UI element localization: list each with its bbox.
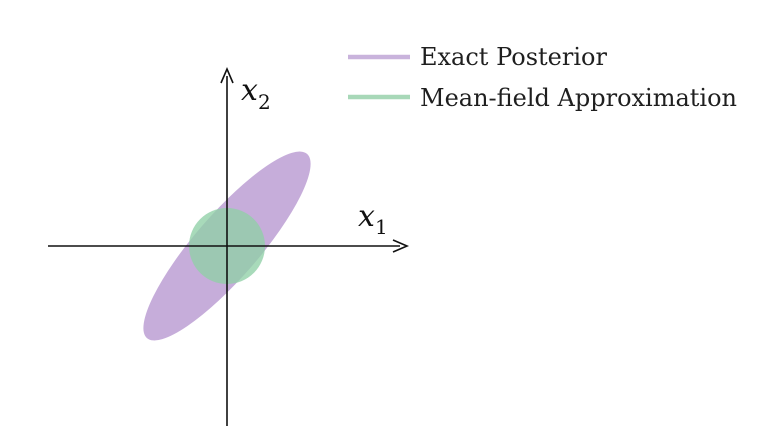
svg-text:x: x xyxy=(358,199,375,234)
svg-text:2: 2 xyxy=(258,90,271,114)
y-axis-label: x 2 xyxy=(241,73,271,114)
legend-label-mean-field: Mean-field Approximation xyxy=(420,84,737,112)
x-axis-arrowhead xyxy=(392,239,410,253)
x-axis-label: x 1 xyxy=(358,199,388,239)
legend: Exact Posterior Mean-field Approximation xyxy=(348,43,737,112)
legend-label-exact-posterior: Exact Posterior xyxy=(420,43,607,71)
svg-text:x: x xyxy=(241,73,258,108)
y-axis-arrowhead xyxy=(220,66,234,84)
svg-text:1: 1 xyxy=(375,215,388,239)
